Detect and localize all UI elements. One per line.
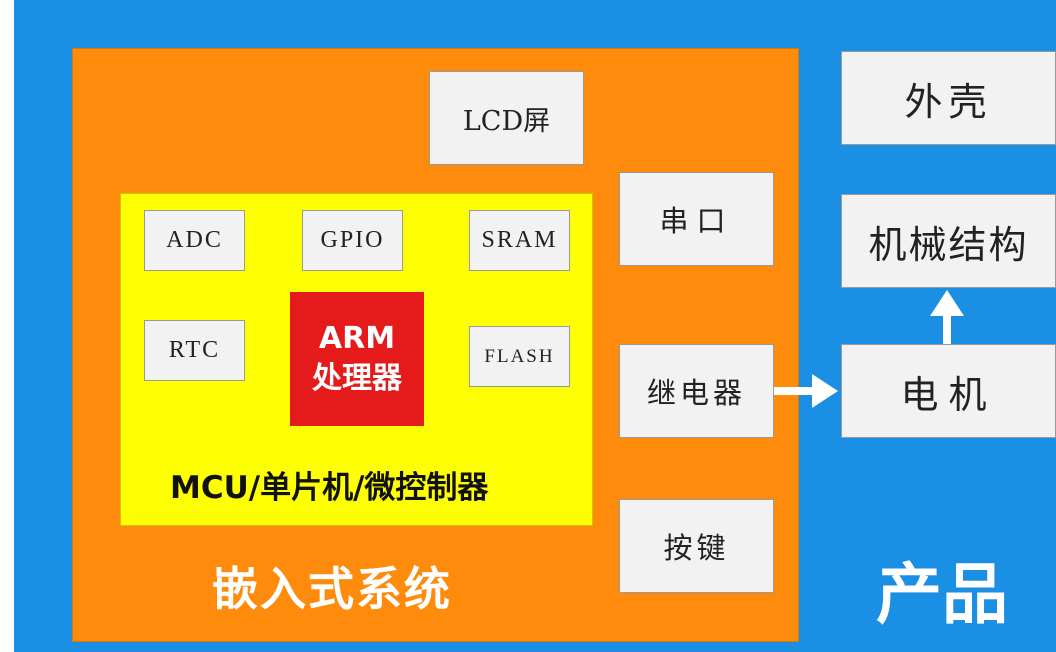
adc-box: ADC <box>144 210 245 271</box>
rtc-label: RTC <box>168 337 221 363</box>
product-label: 产品 <box>876 556 1008 633</box>
keys-label: 按键 <box>663 531 730 565</box>
relay-label: 继电器 <box>646 376 746 410</box>
sram-box: SRAM <box>469 210 570 271</box>
keys-box: 按键 <box>619 499 774 593</box>
mechanical-structure-label: 机械结构 <box>868 222 1029 267</box>
arm-label-line2: 处理器 <box>312 361 402 396</box>
shell-label: 外壳 <box>904 79 993 124</box>
mechanical-structure-box: 机械结构 <box>841 194 1056 288</box>
arm-label-line1: ARM <box>318 321 396 356</box>
lcd-label: LCD屏 <box>462 105 551 137</box>
serial-port-box: 串口 <box>619 172 774 266</box>
serial-port-label: 串口 <box>659 204 734 238</box>
relay-box: 继电器 <box>619 344 774 438</box>
gpio-box: GPIO <box>302 210 403 271</box>
flash-label: FLASH <box>484 345 555 367</box>
gpio-label: GPIO <box>320 227 385 253</box>
embedded-system-label: 嵌入式系统 <box>212 562 452 616</box>
rtc-box: RTC <box>144 320 245 381</box>
shell-box: 外壳 <box>841 51 1056 145</box>
motor-label: 电机 <box>900 372 997 417</box>
flash-box: FLASH <box>469 326 570 387</box>
adc-label: ADC <box>166 227 223 253</box>
mcu-label: MCU/单片机/微控制器 <box>170 470 489 506</box>
arm-processor-box: ARM 处理器 <box>290 292 424 426</box>
lcd-box: LCD屏 <box>429 71 584 165</box>
sram-label: SRAM <box>481 227 558 253</box>
motor-box: 电机 <box>841 344 1056 438</box>
